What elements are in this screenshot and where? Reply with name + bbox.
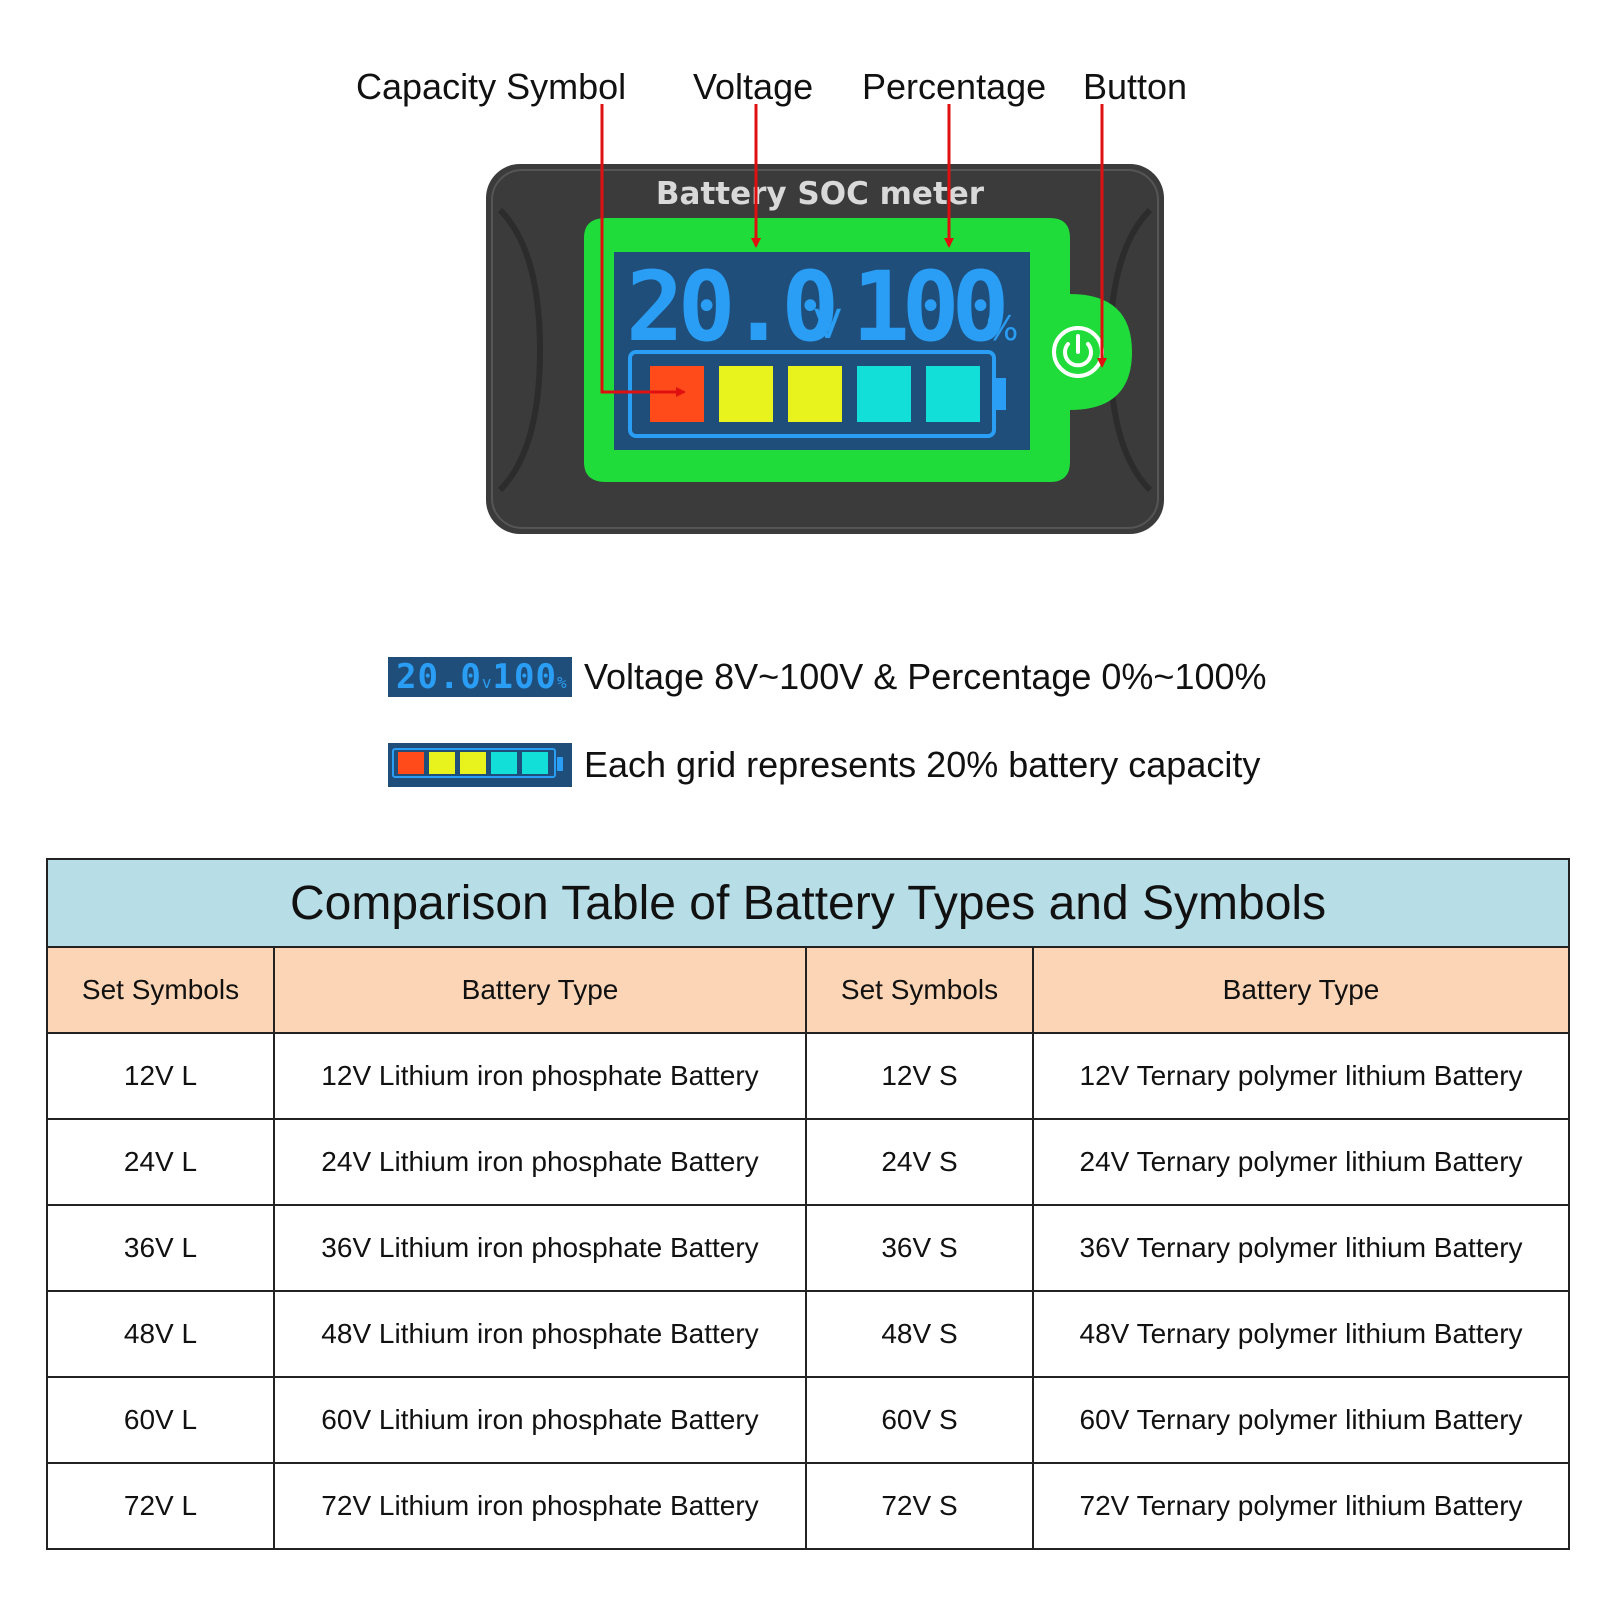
legend-display-text: Voltage 8V~100V & Percentage 0%~100% [584,656,1267,697]
mini-battery-nub [557,757,563,771]
meter-percentage-unit: % [986,309,1018,349]
meter-voltage-unit: V [814,302,842,348]
callout-voltage: Voltage [693,66,814,107]
comparison-table: Comparison Table of Battery Types and Sy… [45,858,1571,1550]
table-row: 60V L 60V Lithium iron phosphate Battery… [46,1376,1571,1464]
set-symbol-cell: 48V L [46,1290,275,1378]
set-symbol-cell: 60V S [805,1376,1034,1464]
meter-battery-nub [996,378,1006,410]
set-symbol-cell: 24V S [805,1118,1034,1206]
mini-lcd-icon: 20.0v100% [388,657,572,697]
mini-capacity-cell-4 [491,752,517,774]
callout-percentage: Percentage [862,66,1047,107]
capacity-cell-4 [857,366,911,422]
callout-button: Button [1083,66,1188,107]
battery-type-cell: 24V Ternary polymer lithium Battery [1031,1118,1571,1206]
legend-capacity-row: Each grid represents 20% battery capacit… [388,742,1260,788]
battery-type-cell: 72V Ternary polymer lithium Battery [1031,1462,1571,1550]
set-symbol-cell: 72V S [805,1462,1034,1550]
mini-capacity-cell-5 [522,752,548,774]
mini-lcd-digits: 20.0v100% [396,657,568,697]
capacity-cell-3 [788,366,842,422]
legend-display-row: 20.0v100% Voltage 8V~100V & Percentage 0… [388,656,1267,698]
meter-capacity-cells [650,366,980,422]
callout-arrows [600,104,1107,397]
battery-type-cell: 60V Lithium iron phosphate Battery [273,1376,807,1464]
mini-capacity-cell-2 [429,752,455,774]
header-set-symbols-2: Set Symbols [805,946,1034,1034]
capacity-cell-2 [719,366,773,422]
meter-battery-outline [628,350,996,438]
table-row: 48V L 48V Lithium iron phosphate Battery… [46,1290,1571,1378]
table-header-row: Set Symbols Battery Type Set Symbols Bat… [46,946,1571,1034]
header-battery-type-2: Battery Type [1031,946,1571,1034]
meter-percentage-readout: 100 [852,251,1005,363]
case-left-groove [497,207,544,493]
arrow-capacity-symbol [600,104,686,397]
mini-capacity-cell-3 [460,752,486,774]
table-row: 72V L 72V Lithium iron phosphate Battery… [46,1462,1571,1550]
callout-capacity-symbol: Capacity Symbol [356,66,627,107]
capacity-cell-1 [650,366,704,422]
set-symbol-cell: 48V S [805,1290,1034,1378]
battery-type-cell: 36V Ternary polymer lithium Battery [1031,1204,1571,1292]
legend-capacity-text: Each grid represents 20% battery capacit… [584,744,1261,785]
battery-type-cell: 36V Lithium iron phosphate Battery [273,1204,807,1292]
capacity-cell-5 [926,366,980,422]
header-battery-type-1: Battery Type [273,946,807,1034]
mini-voltage-unit: v [481,673,493,692]
battery-type-cell: 12V Lithium iron phosphate Battery [273,1032,807,1120]
table-row: 12V L 12V Lithium iron phosphate Battery… [46,1032,1571,1120]
set-symbol-cell: 60V L [46,1376,275,1464]
battery-type-cell: 48V Lithium iron phosphate Battery [273,1290,807,1378]
table-title: Comparison Table of Battery Types and Sy… [45,858,1571,948]
battery-type-cell: 60V Ternary polymer lithium Battery [1031,1376,1571,1464]
set-symbol-cell: 24V L [46,1118,275,1206]
mini-percentage-unit: % [556,673,568,692]
mini-voltage: 20.0 [396,657,482,697]
set-symbol-cell: 36V S [805,1204,1034,1292]
mini-percentage: 100 [492,657,557,697]
set-symbol-cell: 72V L [46,1462,275,1550]
battery-type-cell: 12V Ternary polymer lithium Battery [1031,1032,1571,1120]
set-symbol-cell: 36V L [46,1204,275,1292]
mini-battery-shell [392,748,556,778]
battery-type-cell: 24V Lithium iron phosphate Battery [273,1118,807,1206]
mini-capacity-cell-1 [398,752,424,774]
set-symbol-cell: 12V L [46,1032,275,1120]
meter-voltage-readout: 20.0 [626,251,834,363]
table-row: 24V L 24V Lithium iron phosphate Battery… [46,1118,1571,1206]
table-row: 36V L 36V Lithium iron phosphate Battery… [46,1204,1571,1292]
meter-brand: Battery SOC meter [656,176,985,212]
meter-diagram: Battery SOC meter 20.0 V 100 % [486,104,1164,534]
mini-battery-icon [388,743,572,787]
header-set-symbols-1: Set Symbols [46,946,275,1034]
battery-type-cell: 48V Ternary polymer lithium Battery [1031,1290,1571,1378]
set-symbol-cell: 12V S [805,1032,1034,1120]
battery-type-cell: 72V Lithium iron phosphate Battery [273,1462,807,1550]
